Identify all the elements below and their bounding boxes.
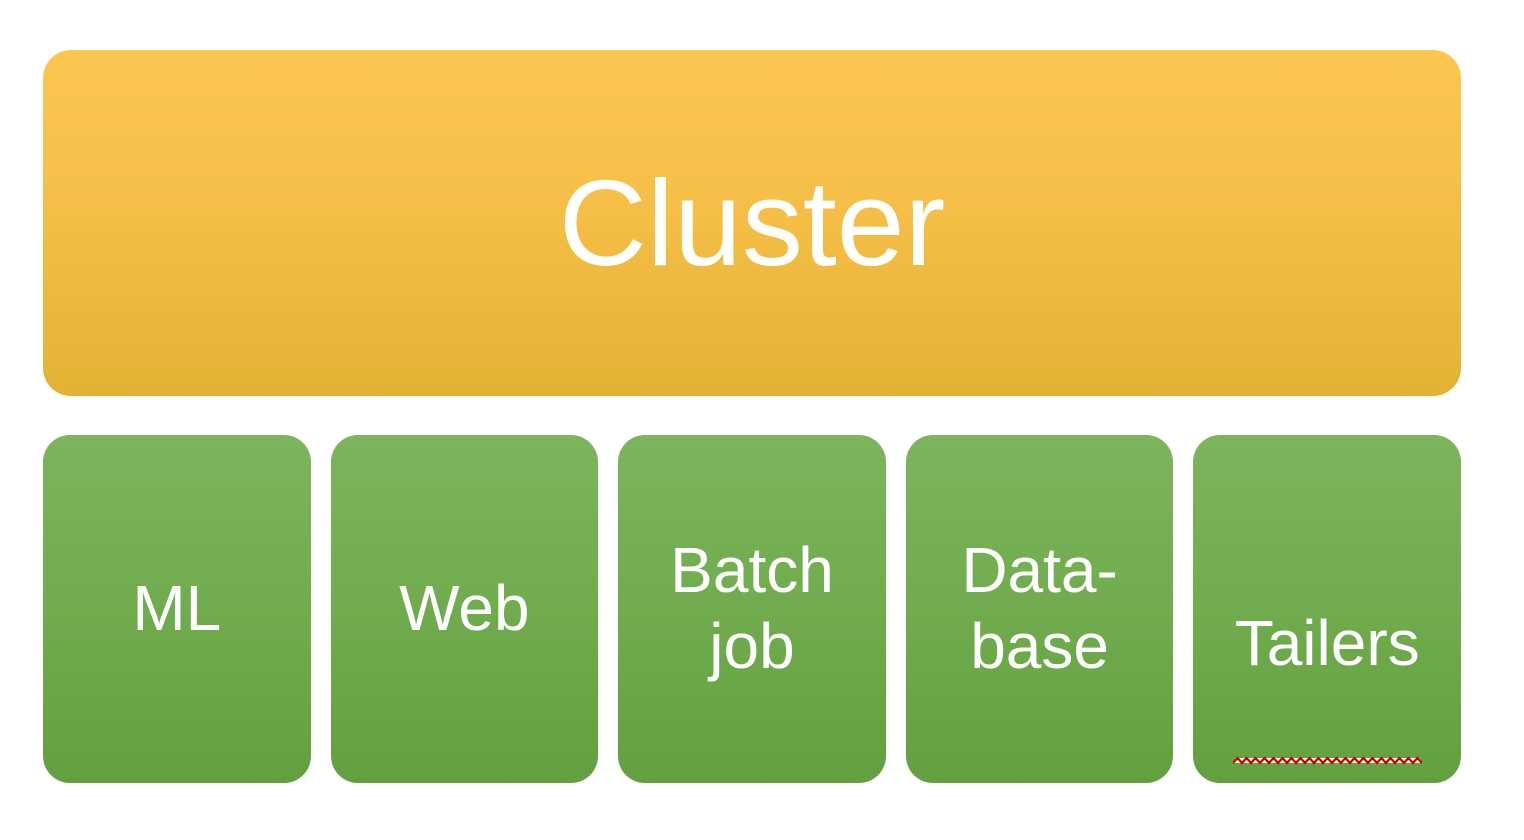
cluster-node: Cluster <box>43 50 1461 396</box>
node-ml-label: ML <box>132 572 222 645</box>
node-batch-job: Batch job <box>618 435 886 783</box>
children-row: ML Web Batch job Data- base Tailers <box>43 435 1461 783</box>
node-database-label: Data- base <box>961 534 1118 682</box>
node-tailers: Tailers <box>1193 435 1461 783</box>
node-tailers-text: Tailers <box>1234 607 1420 679</box>
node-web: Web <box>330 435 599 783</box>
node-database: Data- base <box>905 435 1174 783</box>
cluster-node-label: Cluster <box>558 155 946 291</box>
underlined-text: Tailers <box>1232 530 1422 765</box>
node-ml: ML <box>43 435 311 783</box>
node-tailers-label: Tailers <box>1232 455 1422 765</box>
spellcheck-squiggle-icon <box>1232 756 1422 765</box>
node-batch-job-label: Batch job <box>670 534 834 682</box>
node-web-label: Web <box>399 572 530 645</box>
